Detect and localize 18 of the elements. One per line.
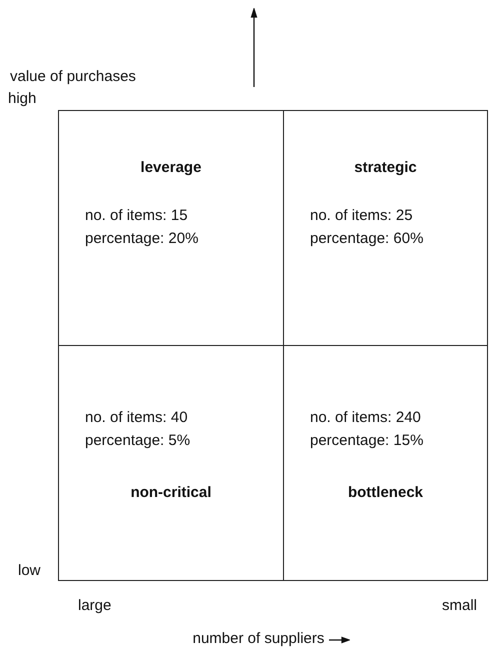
matrix-quadrant [58, 345, 284, 581]
matrix-quadrant [58, 110, 284, 346]
matrix-quadrant [283, 345, 488, 581]
quadrant-title: strategic [353, 158, 418, 178]
axis-label: number of suppliers [192, 630, 324, 647]
axis-value-label: small [442, 597, 478, 614]
quadrant-stats: no. of items: 15 percentage: 20% [85, 206, 200, 249]
quadrant-title: bottleneck [346, 483, 424, 503]
quadrant-title: leverage [140, 158, 202, 178]
matrix-quadrant [283, 110, 488, 346]
quadrant-stats: no. of items: 40 percentage: 5% [85, 408, 192, 451]
quadrant-title: non-critical [130, 483, 212, 503]
axis-value-label: large [78, 597, 112, 614]
axis-value-label: low [18, 562, 41, 579]
axis-label: value of purchases [10, 68, 136, 85]
quadrant-stats: no. of items: 25 percentage: 60% [310, 206, 424, 249]
quadrant-stats: no. of items: 240 percentage: 15% [310, 408, 424, 451]
axis-value-label: high [8, 90, 36, 107]
